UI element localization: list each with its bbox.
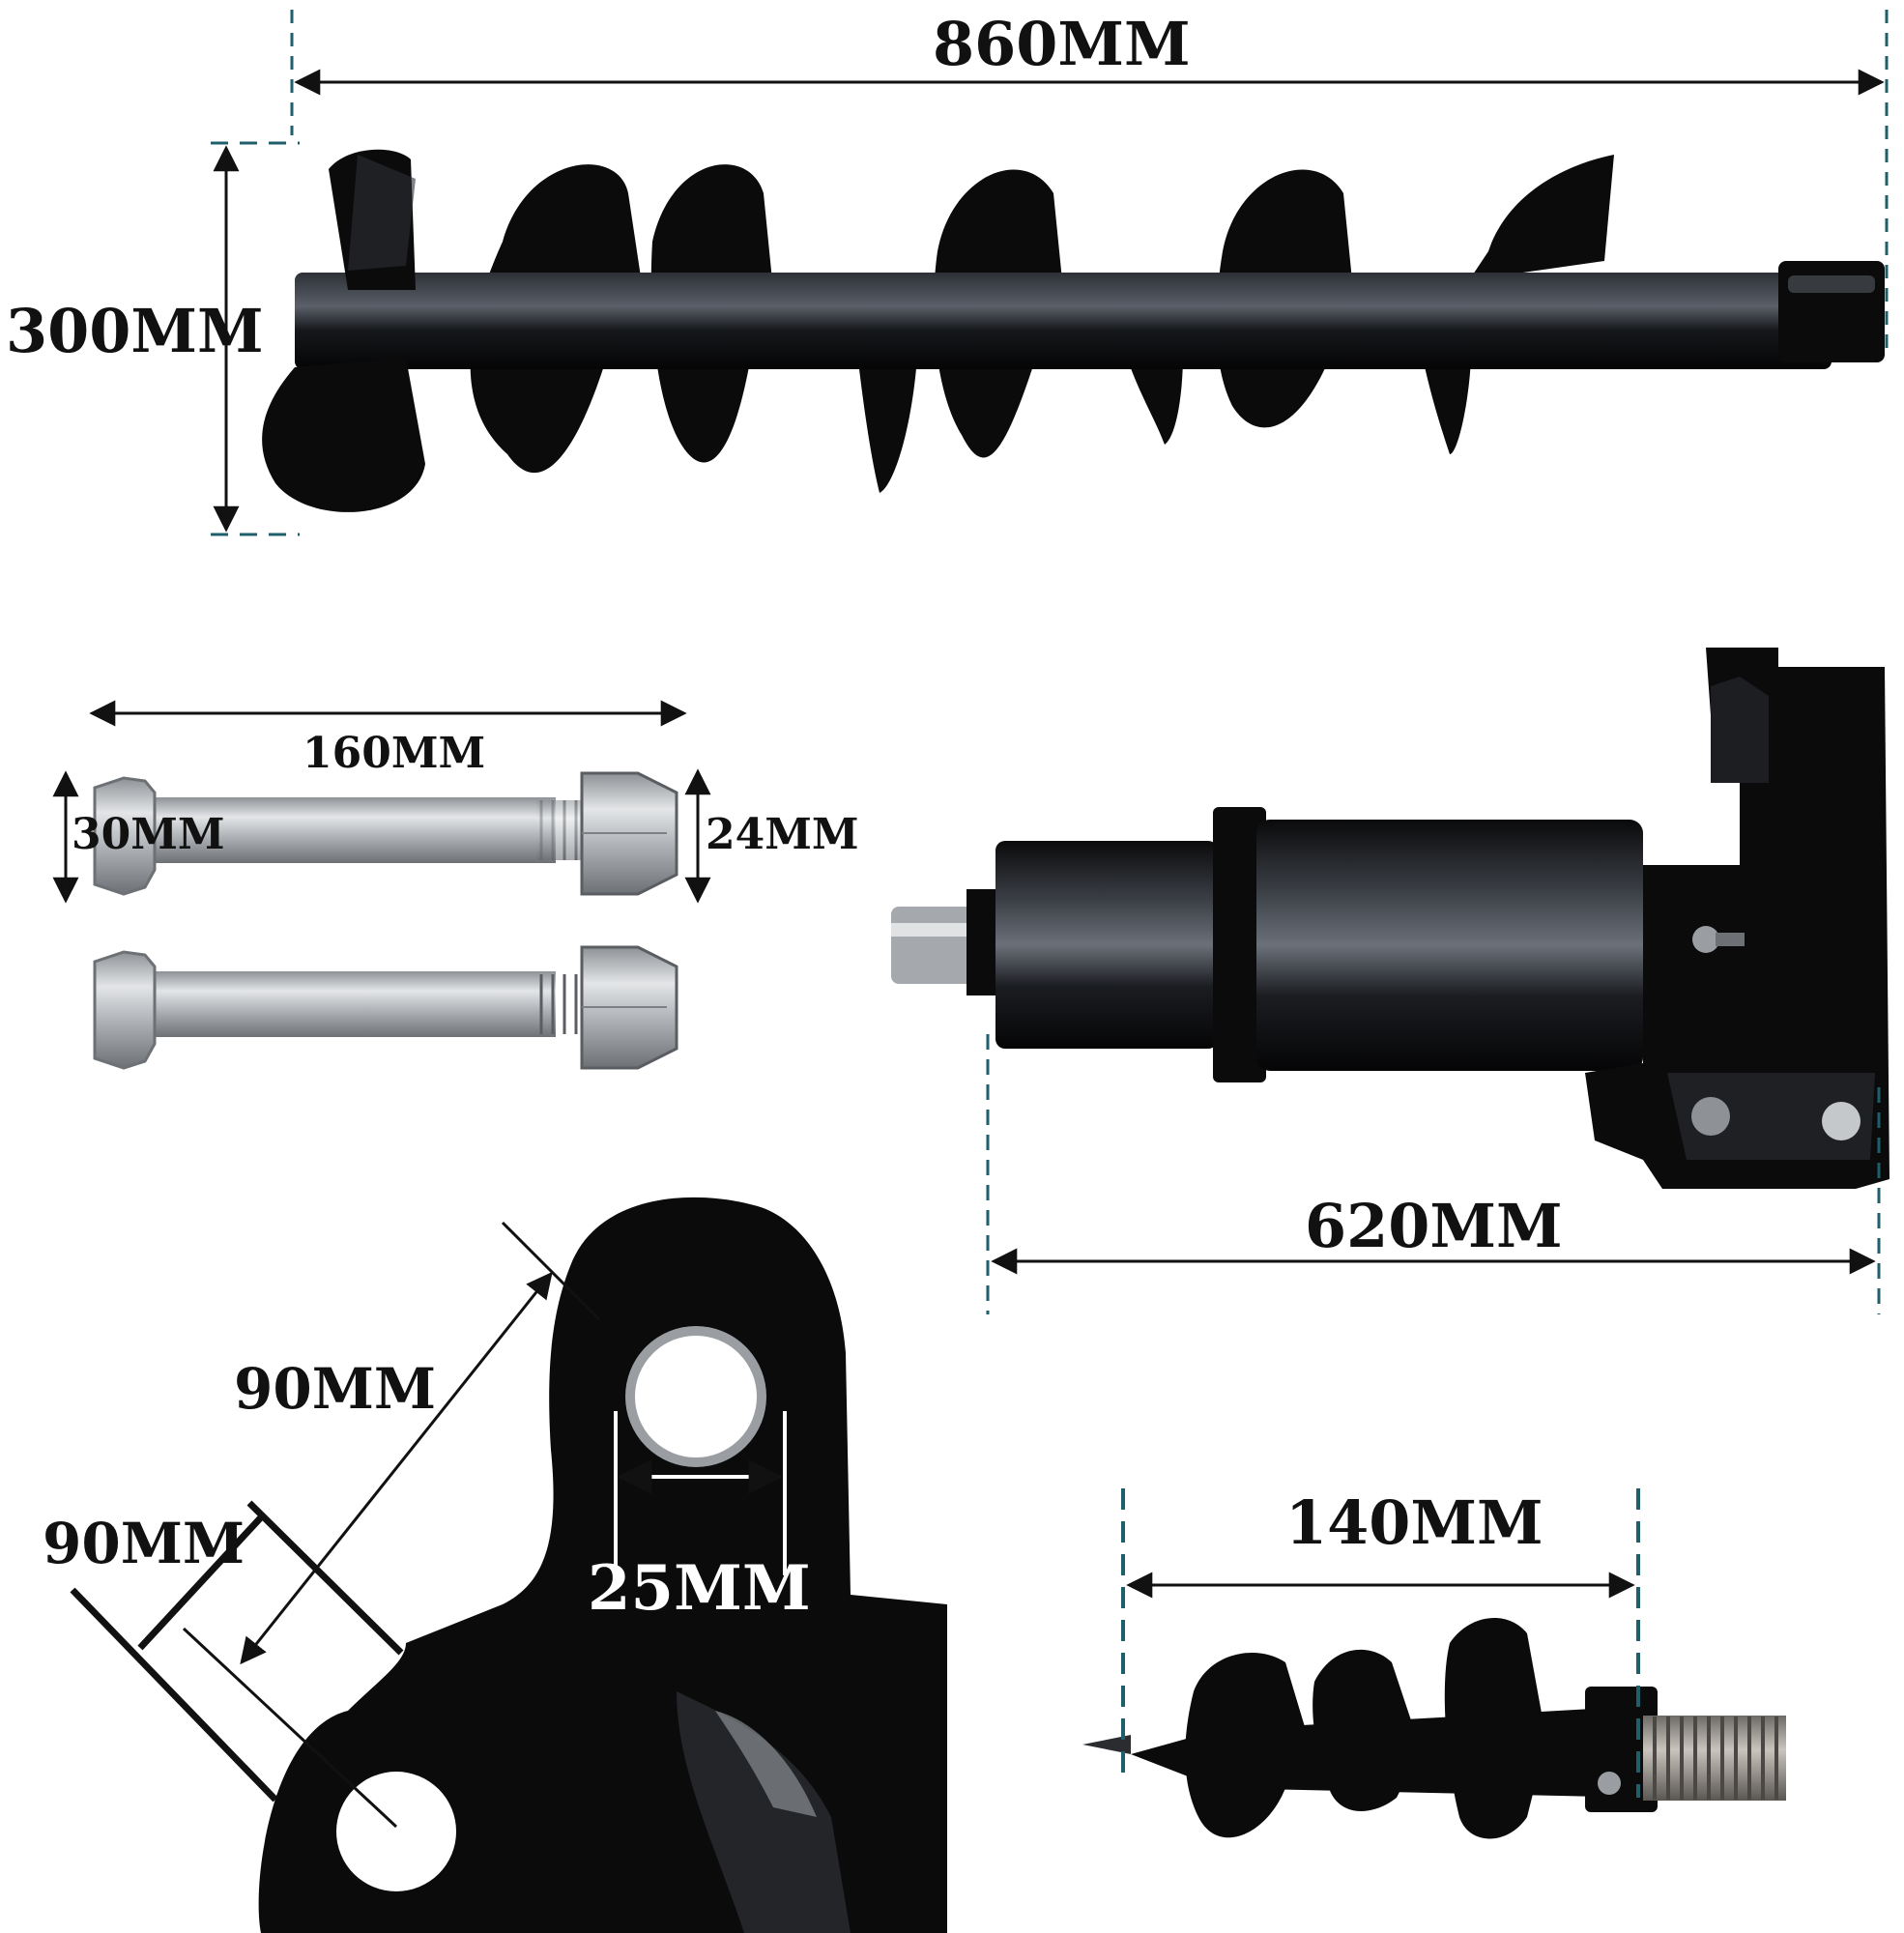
bracket-drawing <box>258 1197 947 1933</box>
auger-length-label: 860MM <box>933 9 1191 79</box>
auger-cutting-head <box>262 149 425 512</box>
pin-hole-label: 25MM <box>588 1552 811 1625</box>
pilot-bit-dimension <box>1121 1488 1640 1798</box>
drive-length-label: 620MM <box>1305 1191 1563 1261</box>
pilot-bit-drawing <box>1082 1617 1786 1839</box>
bracket-side-a-label: 90MM <box>234 1356 437 1422</box>
auger-shaft <box>295 273 1832 369</box>
drive-length-dimension <box>986 1034 1881 1314</box>
bolt-1 <box>93 771 678 896</box>
auger-length-dimension <box>290 10 1889 348</box>
auger-diameter-dimension <box>211 141 300 536</box>
bolt-2 <box>93 945 678 1070</box>
bracket-dimensions <box>70 1221 787 1829</box>
auger-diameter-label: 300MM <box>6 296 264 366</box>
bracket-side-b-label: 90MM <box>43 1511 245 1576</box>
bolt-head-label: 30MM <box>72 810 225 859</box>
bolt-length-label: 160MM <box>303 729 486 778</box>
auger-drawing <box>262 149 1885 512</box>
drive-unit-drawing <box>891 648 1890 1189</box>
pilot-bit-length-label: 140MM <box>1285 1487 1543 1558</box>
bolt-nut-label: 24MM <box>706 810 859 859</box>
bolt-dimensions <box>52 700 711 904</box>
